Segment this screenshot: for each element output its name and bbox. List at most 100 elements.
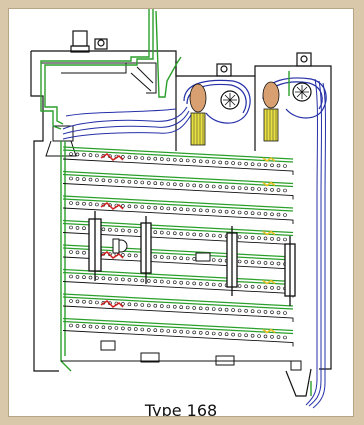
deck-roller — [237, 186, 242, 190]
model-caption: Type 168 — [144, 401, 218, 417]
deck-roller — [283, 237, 287, 242]
deck-roller — [166, 329, 171, 333]
deck-belt — [62, 317, 294, 332]
deck-roller — [192, 281, 196, 286]
deck-roller — [153, 156, 158, 161]
deck-belt — [62, 320, 294, 335]
deck-roller — [276, 286, 281, 290]
deck-roller — [205, 208, 209, 213]
deck-roller — [101, 178, 106, 183]
deck-roller — [263, 261, 268, 265]
deck-roller — [198, 233, 203, 237]
deck-roller — [237, 235, 242, 239]
drive-motor-icon — [112, 238, 211, 262]
deck-roller — [244, 235, 248, 240]
deck-roller — [82, 226, 86, 230]
deck-roller — [185, 158, 190, 163]
deck-roller — [192, 232, 196, 237]
deck-frame — [62, 207, 294, 224]
deck-roller — [257, 211, 261, 216]
deck-roller — [205, 306, 209, 311]
deck-roller — [127, 180, 132, 184]
deck-roller — [198, 306, 203, 311]
deck-roller — [231, 332, 235, 337]
deck-roller — [198, 159, 203, 164]
deck-roller — [179, 182, 183, 187]
deck-roller — [147, 181, 151, 185]
hot-zone-mark — [100, 300, 124, 308]
deck-roller — [75, 250, 80, 255]
deck-roller — [160, 304, 164, 308]
deck-roller — [121, 204, 125, 208]
deck-roller — [160, 255, 164, 259]
deck-roller — [205, 331, 209, 335]
deck-roller — [257, 334, 261, 338]
deck-roller — [250, 284, 255, 289]
deck-roller — [192, 330, 196, 335]
deck-roller — [82, 324, 86, 329]
deck-roller — [95, 202, 99, 207]
deck-roller — [270, 237, 274, 241]
deck-roller — [134, 253, 138, 258]
deck-roller — [75, 201, 80, 206]
deck-roller — [173, 255, 177, 260]
deck-roller — [218, 332, 222, 336]
deck-roller — [257, 260, 261, 265]
deck-roller — [134, 204, 138, 209]
hot-zone-mark — [100, 153, 124, 161]
deck-roller — [270, 188, 274, 192]
deck-roller — [134, 302, 138, 307]
deck-belt — [62, 170, 294, 185]
deck-roller — [153, 205, 158, 210]
deck-roller — [192, 159, 196, 163]
deck-roller — [179, 256, 183, 261]
deck-roller — [166, 182, 171, 186]
deck-roller — [224, 209, 229, 214]
deck-frame — [62, 183, 294, 200]
deck-roller — [166, 231, 171, 235]
deck-roller — [198, 281, 203, 286]
deck-drive-rods — [88, 211, 296, 306]
deck-frame — [62, 281, 294, 298]
deck-roller — [82, 201, 86, 206]
deck-roller — [224, 332, 229, 337]
deck-roller — [153, 328, 158, 333]
deck-roller — [114, 326, 119, 330]
deck-roller — [140, 327, 145, 332]
deck-roller — [95, 276, 99, 280]
deck-roller — [244, 162, 248, 166]
deck-roller — [257, 285, 261, 289]
deck-roller — [75, 275, 80, 279]
hot-zone-mark — [100, 202, 124, 210]
deck-roller — [166, 206, 171, 211]
deck-roller — [134, 327, 138, 331]
deck-roller — [198, 184, 203, 188]
deck-roller — [88, 153, 93, 157]
deck-roller — [231, 185, 235, 190]
deck-roller — [173, 280, 177, 285]
deck-roller — [211, 233, 216, 238]
deck-roller — [224, 307, 229, 312]
deck-roller — [185, 281, 190, 285]
deck-roller — [250, 162, 255, 166]
deck-roller — [211, 307, 216, 311]
deck-roller — [192, 257, 196, 261]
deck-roller — [179, 207, 183, 211]
diagram-panel: Type 168 — [8, 8, 354, 417]
deck-roller — [231, 210, 235, 214]
deck-roller — [127, 277, 132, 282]
deck-roller — [185, 183, 190, 187]
deck-roller — [140, 180, 145, 185]
deck-roller — [211, 258, 216, 262]
deck-roller — [250, 333, 255, 338]
deck-roller — [192, 183, 196, 188]
deck-roller — [237, 284, 242, 288]
deck-roller — [95, 300, 99, 305]
deck-roller — [95, 325, 99, 329]
deck-roller — [179, 158, 183, 162]
deck-roller — [121, 179, 125, 184]
deck-roller — [88, 324, 93, 329]
deck-roller — [69, 201, 73, 205]
deck-roller — [224, 160, 229, 165]
deck-roller — [75, 324, 80, 328]
